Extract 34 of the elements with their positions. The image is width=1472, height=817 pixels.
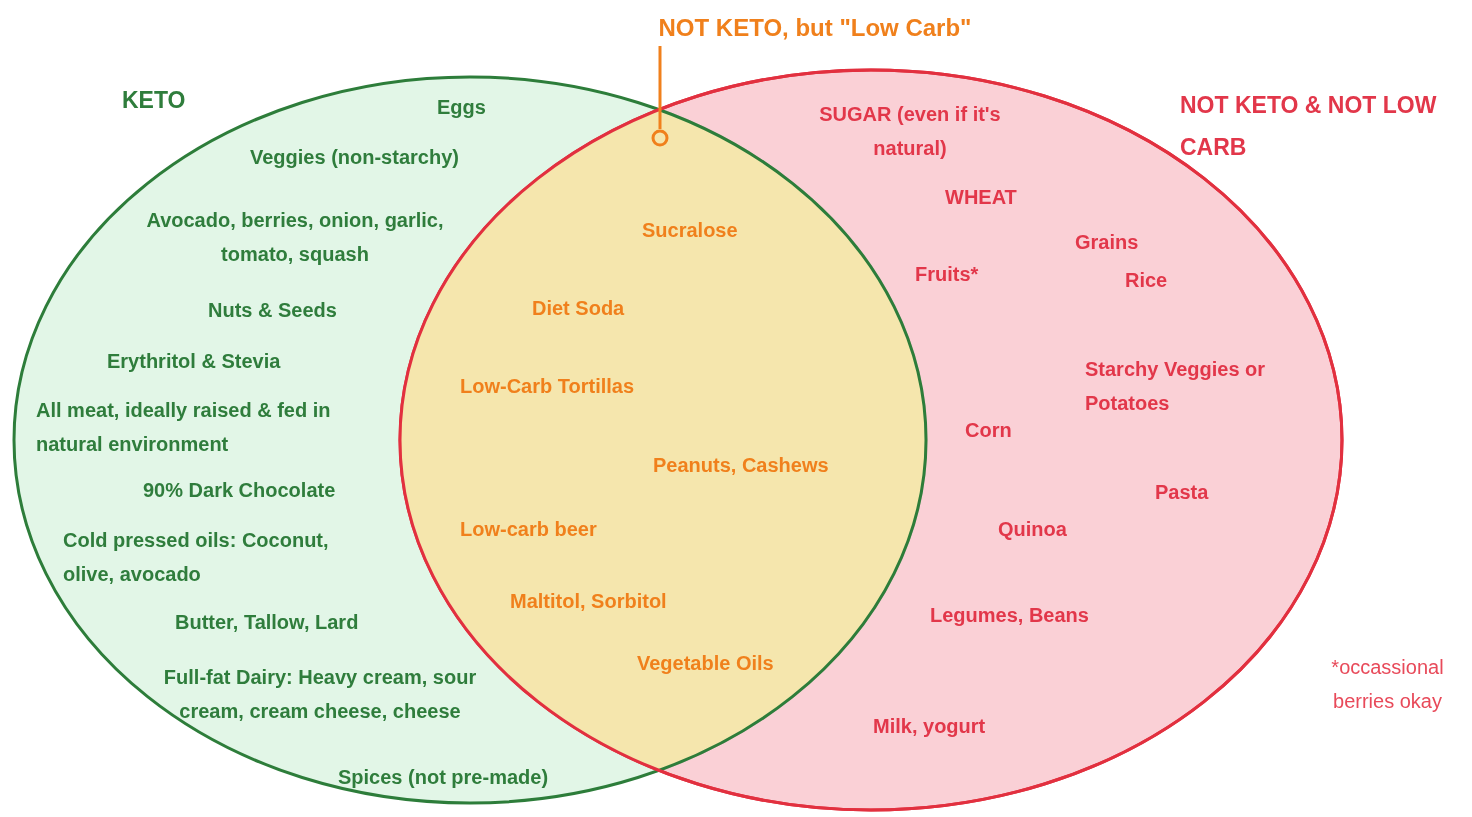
food-item: Legumes, Beans — [930, 603, 1089, 628]
marker-circle — [651, 129, 669, 147]
food-item: Pasta — [1155, 480, 1209, 505]
food-item: Peanuts, Cashews — [653, 453, 829, 478]
food-item: Nuts & Seeds — [208, 298, 337, 323]
food-item: Butter, Tallow, Lard — [175, 610, 359, 635]
overlap-heading: NOT KETO, but "Low Carb" — [658, 13, 972, 43]
food-item: Starchy Veggies or Potatoes — [1085, 357, 1267, 416]
footnote: *occassional berries okay — [1330, 655, 1445, 714]
food-item: Fruits* — [915, 262, 979, 287]
food-item: Low-Carb Tortillas — [460, 374, 635, 399]
food-item: Milk, yogurt — [873, 714, 986, 739]
food-item: Maltitol, Sorbitol — [510, 589, 667, 614]
food-item: Vegetable Oils — [637, 651, 774, 676]
food-item: Cold pressed oils: Coconut, olive, avocado — [63, 528, 330, 587]
food-item: Avocado, berries, onion, garlic, tomato, squash — [145, 208, 445, 267]
food-item: Sucralose — [642, 218, 738, 243]
food-item: Spices (not pre-made) — [338, 765, 549, 790]
food-item: Grains — [1075, 230, 1139, 255]
food-item: Rice — [1125, 268, 1168, 293]
food-item: All meat, ideally raised & fed in natural environment — [36, 398, 332, 457]
food-item: Eggs — [437, 95, 486, 120]
food-item: 90% Dark Chocolate — [143, 478, 336, 503]
ellipse-heading: NOT KETO & NOT LOW CARB — [1180, 91, 1438, 162]
food-item: Corn — [965, 418, 1012, 443]
food-item: Full-fat Dairy: Heavy cream, sour cream, cream cheese, cheese — [162, 665, 478, 724]
food-item: Low-carb beer — [460, 517, 597, 542]
food-item: Diet Soda — [532, 296, 625, 321]
ellipse-heading: KETO — [122, 86, 186, 115]
food-item: SUGAR (even if it's natural) — [818, 102, 1002, 161]
food-item: Veggies (non-starchy) — [250, 145, 459, 170]
food-item: Quinoa — [998, 517, 1067, 542]
food-item: WHEAT — [945, 185, 1017, 210]
food-item: Erythritol & Stevia — [107, 349, 281, 374]
